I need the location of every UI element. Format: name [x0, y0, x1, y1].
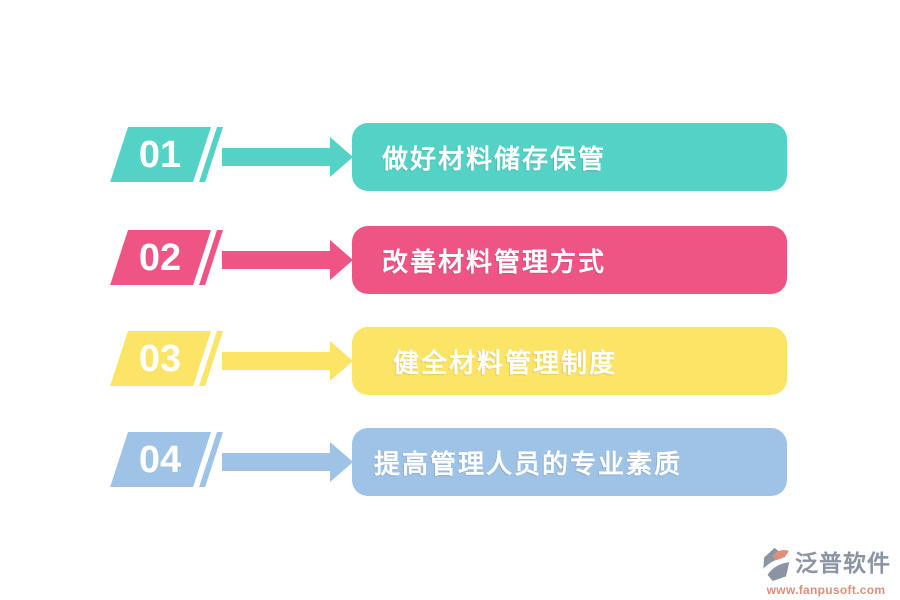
step-label-pill: 改善材料管理方式 [352, 226, 787, 294]
step-label-pill: 做好材料储存保管 [352, 123, 787, 191]
step-number: 02 [139, 236, 182, 279]
step-number-badge: 02 [110, 230, 223, 285]
brand-url: www.fanpusoft.com [766, 583, 886, 597]
step-label: 做好材料储存保管 [382, 143, 607, 174]
arrow-head-icon [330, 442, 353, 482]
badge-slash-divider [193, 331, 217, 386]
step-row-3: 03 健全材料管理制度 [0, 327, 900, 395]
step-number: 03 [139, 337, 182, 380]
step-row-2: 02 改善材料管理方式 [0, 226, 900, 294]
brand-row: 泛普软件 [761, 546, 891, 582]
fanpu-logo-icon [761, 547, 791, 582]
badge-slash-divider [193, 230, 217, 285]
step-label-pill: 健全材料管理制度 [352, 327, 787, 395]
step-row-1: 01 做好材料储存保管 [0, 123, 900, 191]
badge-slash-divider [193, 432, 217, 487]
arrow-head-icon [330, 341, 353, 381]
arrow-shaft [222, 148, 330, 166]
arrow-shaft [222, 352, 330, 370]
step-number-badge: 03 [110, 331, 223, 386]
step-label: 改善材料管理方式 [382, 246, 607, 277]
step-label-pill: 提高管理人员的专业素质 [352, 428, 787, 496]
arrow-shaft [222, 453, 330, 471]
arrow-head-icon [330, 137, 353, 177]
badge-slash-divider [193, 127, 217, 182]
arrow-head-icon [330, 240, 353, 280]
step-number-badge: 04 [110, 432, 223, 487]
step-number: 04 [139, 438, 182, 481]
brand-watermark: 泛普软件 www.fanpusoft.com [758, 546, 894, 597]
step-number: 01 [139, 133, 182, 176]
step-row-4: 04 提高管理人员的专业素质 [0, 428, 900, 496]
arrow-shaft [222, 251, 330, 269]
step-number-badge: 01 [110, 127, 223, 182]
step-label: 提高管理人员的专业素质 [374, 448, 683, 479]
brand-name: 泛普软件 [795, 550, 891, 577]
step-label: 健全材料管理制度 [393, 347, 618, 378]
